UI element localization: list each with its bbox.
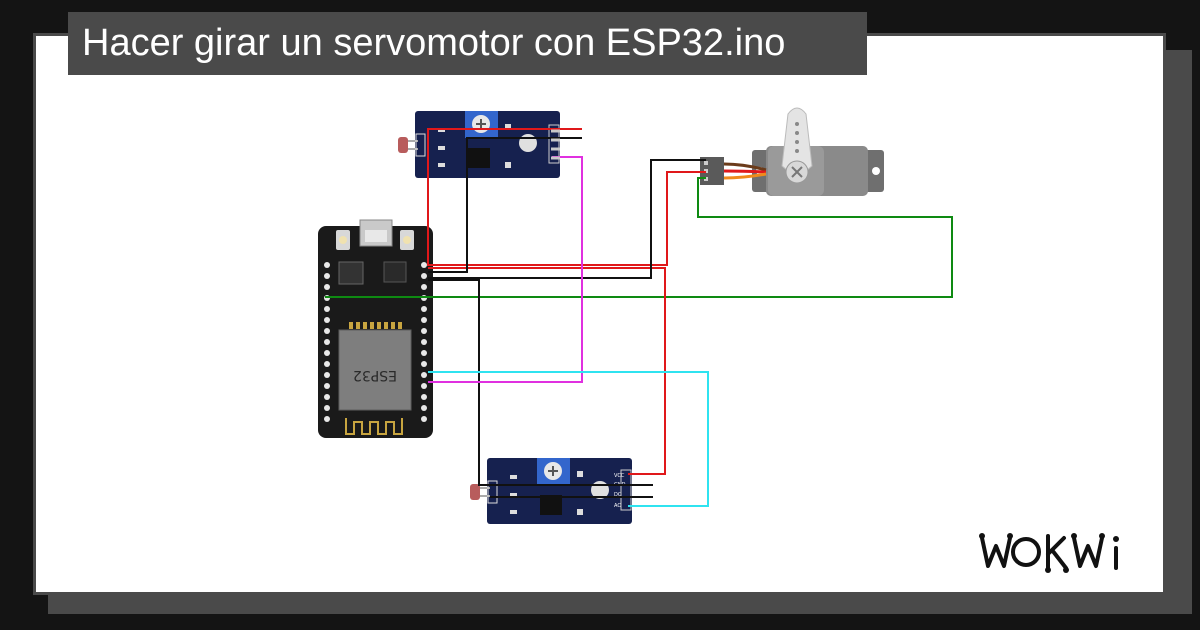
pin-label-do: DO <box>614 492 622 498</box>
wokwi-logo <box>979 533 1119 573</box>
wire-black-top[interactable] <box>428 137 582 273</box>
pin-label-vcc: VCC <box>614 473 625 479</box>
pin-label-ao: AO <box>614 503 621 509</box>
page-title: Hacer girar un servomotor con ESP32.ino <box>68 12 867 75</box>
wire-black-servo[interactable] <box>428 159 706 279</box>
esp32-chip-label: ESP32 <box>353 367 397 383</box>
wire-green[interactable] <box>325 177 953 298</box>
servo-motor[interactable] <box>700 107 884 196</box>
wire-magenta[interactable] <box>428 156 583 383</box>
esp32-board[interactable]: ESP32 <box>318 219 433 438</box>
sensor-module-top[interactable] <box>398 111 560 178</box>
wire-red-top[interactable] <box>427 128 706 266</box>
wire-cyan[interactable] <box>428 371 709 507</box>
sensor-module-bottom[interactable]: VCC GND DO AO <box>470 458 632 524</box>
